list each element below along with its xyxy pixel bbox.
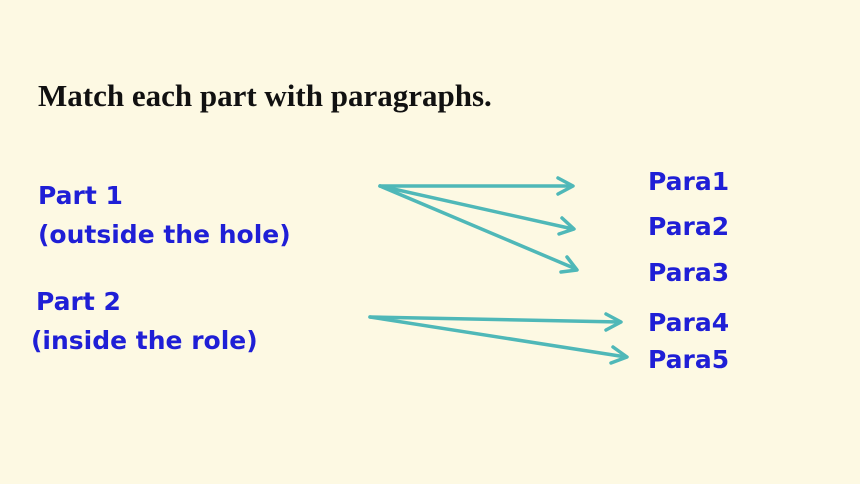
para2-label: Para2 <box>648 212 730 241</box>
para3-label: Para3 <box>648 258 730 287</box>
para5-label: Para5 <box>648 345 730 374</box>
arrow-part2-to-para4 <box>368 312 623 332</box>
arrow-part1-to-para2 <box>378 184 576 236</box>
part2-description: (inside the role) <box>31 326 258 355</box>
para1-label: Para1 <box>648 167 730 196</box>
para4-label: Para4 <box>648 308 730 337</box>
arrow-part1-to-para1 <box>378 176 575 196</box>
part1-label: Part 1 <box>38 181 123 210</box>
slide-title: Match each part with paragraphs. <box>38 78 492 113</box>
part2-label: Part 2 <box>36 287 121 316</box>
part1-description: (outside the hole) <box>38 220 291 249</box>
arrow-part2-to-para5 <box>368 315 629 365</box>
arrow-part1-to-para3 <box>378 184 579 274</box>
